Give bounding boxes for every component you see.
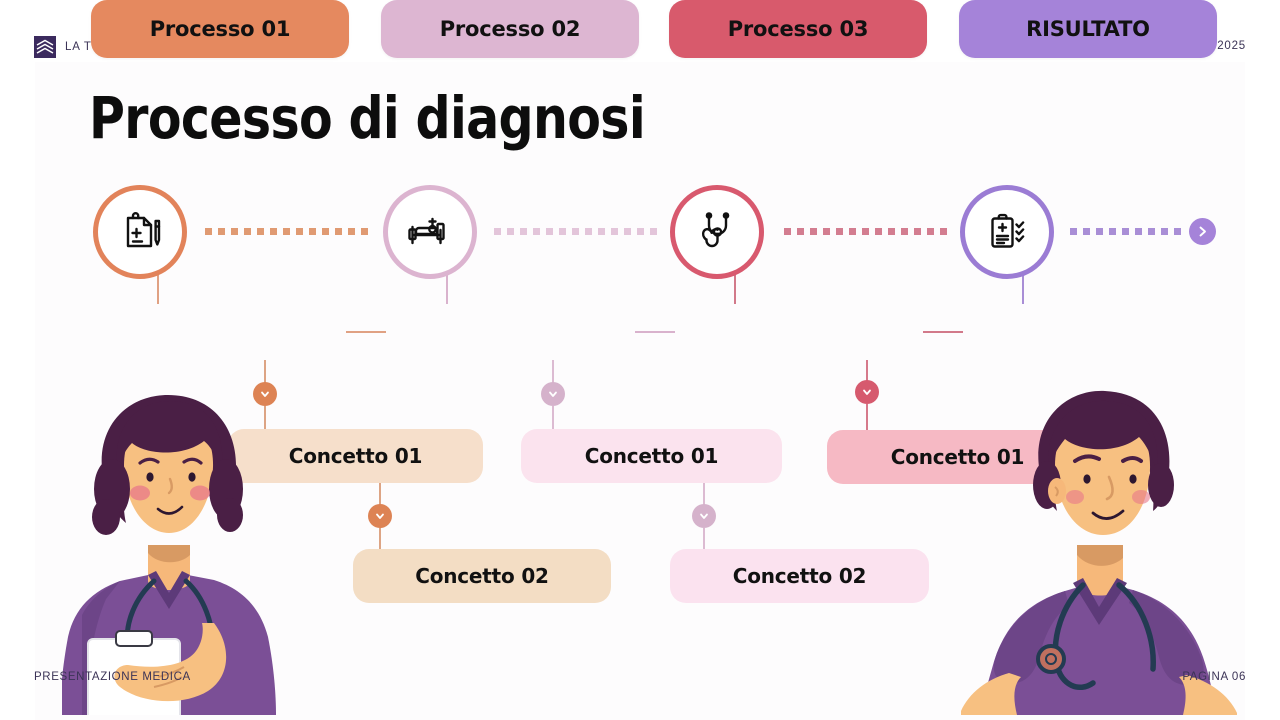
branch-3-stem-b [866,404,868,431]
stem-circle-bar-3 [734,268,736,304]
stem-circle-bar-4 [1022,268,1024,304]
branch-1-chevron-2[interactable] [368,504,392,528]
branch-1-stem-d [379,528,381,550]
step-icon-clipboard-pen[interactable] [93,185,187,279]
link-bar-2-3 [635,331,675,333]
branch-2-chevron-2[interactable] [692,504,716,528]
concept-box-2-2[interactable]: Concetto 02 [670,549,929,603]
process-bar-3[interactable]: Processo 03 [669,0,927,58]
chevron-down-icon [376,513,384,519]
chevron-down-icon [700,513,708,519]
clipboard-pen-icon [126,212,161,248]
footer-page-number: PAGINA 06 [1182,671,1246,683]
concept-box-1-1-label: Concetto 01 [288,444,423,468]
concept-box-1-1[interactable]: Concetto 01 [228,429,483,483]
connector-dots-1 [205,228,370,235]
chevron-down-icon [863,389,871,395]
process-bar-3-label: Processo 03 [727,17,869,41]
stem-circle-bar-2 [446,268,448,304]
connector-dots-3 [784,228,949,235]
stem-circle-bar-1 [157,268,159,304]
process-bar-2-label: Processo 02 [439,17,581,41]
concept-box-2-2-label: Concetto 02 [732,564,867,588]
process-bar-2[interactable]: Processo 02 [381,0,639,58]
concept-box-2-1-label: Concetto 01 [584,444,719,468]
step-icon-hospital-bed[interactable] [383,185,477,279]
footer-left-text: PRESENTAZIONE MEDICA [34,671,191,683]
chevron-right-icon [1199,226,1206,237]
page-title: Processo di diagnosi [89,84,646,152]
chevron-down-icon [549,391,557,397]
female-doctor-illustration [60,385,277,720]
connector-dots-2 [494,228,659,235]
process-bar-1[interactable]: Processo 01 [91,0,349,58]
process-bar-4[interactable]: RISULTATO [959,0,1217,58]
link-bar-1-2 [346,331,386,333]
concept-box-3-1-label: Concetto 01 [890,445,1025,469]
step-icon-stethoscope-heart[interactable] [670,185,764,279]
hospital-bed-icon [408,217,445,245]
medical-checklist-icon [991,213,1025,248]
company-logo-icon [34,36,56,58]
branch-2-chevron-1[interactable] [541,382,565,406]
process-bar-1-label: Processo 01 [149,17,291,41]
branch-1-stem-a [264,360,266,384]
branch-1-stem-c [379,483,381,505]
step-icon-medical-checklist[interactable] [960,185,1054,279]
branch-2-stem-b [552,406,554,431]
chevron-down-icon [261,391,269,397]
branch-2-stem-d [703,528,705,550]
process-bar-4-label: RISULTATO [1026,17,1150,41]
link-bar-3-4 [923,331,963,333]
concept-box-1-2[interactable]: Concetto 02 [353,549,611,603]
branch-3-chevron-1[interactable] [855,380,879,404]
branch-2-stem-a [552,360,554,384]
concept-box-2-1[interactable]: Concetto 01 [521,429,782,483]
branch-2-stem-c [703,483,705,505]
concept-box-1-2-label: Concetto 02 [415,564,549,588]
male-doctor-illustration [947,385,1252,720]
stethoscope-heart-icon [701,212,730,248]
branch-1-stem-b [264,406,266,431]
branch-3-stem-a [866,360,868,382]
next-arrow-button[interactable] [1189,218,1216,245]
branch-1-chevron-1[interactable] [253,382,277,406]
connector-dots-4 [1070,228,1182,235]
